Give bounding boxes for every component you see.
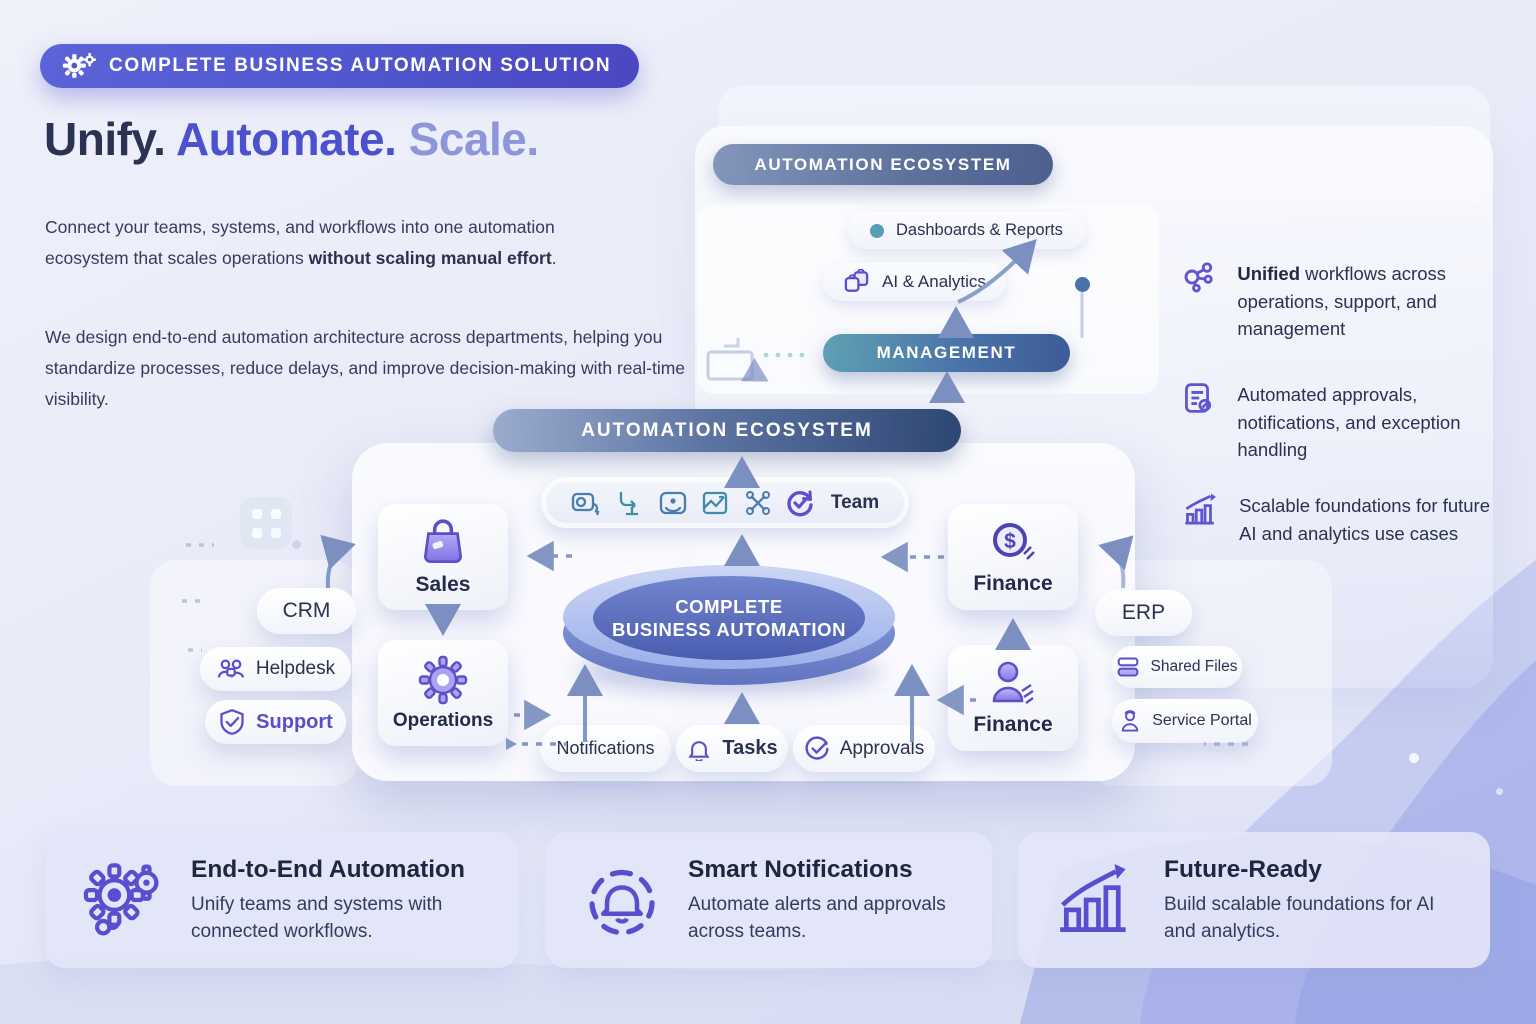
document-check-icon xyxy=(1185,383,1212,413)
pill-crm: CRM xyxy=(257,588,356,634)
central-diagram-title: AUTOMATION ECOSYSTEM xyxy=(493,409,961,452)
hub-title-line1: COMPLETE xyxy=(675,596,783,617)
pill-erp: ERP xyxy=(1095,590,1192,636)
card-description: Automate alerts and approvals across tea… xyxy=(688,893,946,942)
feature-text: Scalable foundations for future AI and a… xyxy=(1239,495,1491,544)
svg-text:$: $ xyxy=(1004,530,1016,553)
shopping-bag-icon xyxy=(423,519,463,564)
ai-analytics-pill: AI & Analytics xyxy=(823,263,1006,301)
title-scale: Scale. xyxy=(408,113,540,165)
node-label: Sales xyxy=(415,573,471,596)
integration-icons-pill: Team xyxy=(541,477,909,528)
title-automate: Automate. xyxy=(175,113,397,165)
feature-rest: workflows across operations, support, an… xyxy=(1237,263,1447,339)
feature-text: Unified workflows across operations, sup… xyxy=(1237,260,1504,343)
card-smart-notifications: Smart Notifications Automate alerts and … xyxy=(546,832,992,968)
badge-label: COMPLETE BUSINESS AUTOMATION SOLUTION xyxy=(109,55,612,76)
pill-label: Service Portal xyxy=(1152,712,1252,729)
intro-p1-period: . xyxy=(551,247,557,268)
pill-label: Approvals xyxy=(839,737,925,759)
node-finance-bottom: Finance xyxy=(948,645,1078,751)
intro-p1-normal: Connect your teams, systems, and workflo… xyxy=(45,216,555,268)
pill-label: Support xyxy=(256,710,333,733)
feature-item-automated-approvals: Automated approvals, notifications, and … xyxy=(1182,381,1504,464)
pill-tasks: Tasks xyxy=(676,725,788,772)
dollar-circle-icon: $ xyxy=(993,523,1035,560)
card-description: Unify teams and systems with connected w… xyxy=(191,893,443,942)
person-icon xyxy=(992,661,1034,704)
pill-service-portal: Service Portal xyxy=(1112,699,1258,743)
gears-icon xyxy=(83,863,159,936)
check-circle-icon xyxy=(805,735,829,760)
card-description: Build scalable foundations for AI and an… xyxy=(1164,893,1435,942)
intro-paragraph-1: Connect your teams, systems, and workflo… xyxy=(45,212,643,274)
node-operations: Operations xyxy=(378,640,508,746)
title-unify: Unify. xyxy=(44,113,166,165)
dashboards-reports-pill: Dashboards & Reports xyxy=(848,212,1085,249)
analytics-cubes-icon xyxy=(844,269,869,292)
headline-badge: COMPLETE BUSINESS AUTOMATION SOLUTION xyxy=(40,44,640,88)
team-people-icon xyxy=(217,659,245,678)
card-text: Future-Ready Build scalable foundations … xyxy=(1164,856,1464,945)
ecosystem-panel-title: AUTOMATION ECOSYSTEM xyxy=(713,144,1053,185)
pill-approvals: Approvals xyxy=(793,725,935,772)
page-title: Unify. Automate. Scale. xyxy=(44,112,539,166)
feature-item-scalable-foundations: Scalable foundations for future AI and a… xyxy=(1182,492,1504,547)
card-title: Smart Notifications xyxy=(688,855,913,883)
network-icon xyxy=(1184,262,1213,293)
feature-item-unified-workflows: Unified workflows across operations, sup… xyxy=(1182,260,1504,343)
card-text: End-to-End Automation Unify teams and sy… xyxy=(191,856,491,945)
bell-icon xyxy=(589,869,655,936)
image-chart-icon xyxy=(702,491,728,514)
pill-support: Support xyxy=(205,700,346,744)
camera-icon xyxy=(571,492,600,515)
shield-check-icon xyxy=(220,708,244,735)
pill-shared-files: Shared Files xyxy=(1112,646,1242,688)
card-text: Smart Notifications Automate alerts and … xyxy=(688,856,988,945)
card-end-to-end-automation: End-to-End Automation Unify teams and sy… xyxy=(45,832,518,968)
node-label: Finance xyxy=(973,572,1053,595)
pill-label: Tasks xyxy=(722,737,778,759)
growth-chart-icon xyxy=(1060,864,1126,932)
node-label: Finance xyxy=(973,713,1053,736)
inbox-icon xyxy=(659,491,687,514)
hub-title-line2: BUSINESS AUTOMATION xyxy=(611,619,847,640)
wave-dot xyxy=(1496,788,1503,795)
node-sales: Sales xyxy=(378,504,508,610)
intro-p1-bold: without scaling manual effort xyxy=(308,247,552,268)
card-title: Future-Ready xyxy=(1164,855,1322,883)
card-title: End-to-End Automation xyxy=(191,855,465,883)
pill-label: Helpdesk xyxy=(255,658,336,679)
bell-small-icon xyxy=(688,740,710,761)
pill-label: Shared Files xyxy=(1150,658,1238,675)
teal-dot-icon xyxy=(870,223,884,238)
ghost-app-icon xyxy=(240,497,292,549)
wave-dot xyxy=(1409,753,1419,763)
management-pill: MANAGEMENT xyxy=(823,334,1070,372)
central-hub-disc: COMPLETE BUSINESS AUTOMATION xyxy=(563,565,895,693)
funnel-route-icon xyxy=(619,491,638,515)
feature-text: Automated approvals, notifications, and … xyxy=(1237,384,1461,460)
feature-bold: Unified xyxy=(1237,263,1301,284)
pill-helpdesk: Helpdesk xyxy=(200,647,351,691)
connector-dot xyxy=(1075,277,1090,292)
shared-files-icon xyxy=(1118,657,1139,677)
share-x-icon xyxy=(745,490,770,515)
ghost-dot xyxy=(292,540,301,549)
growth-chart-icon xyxy=(1185,493,1216,525)
node-finance-top: $ Finance xyxy=(948,504,1078,610)
pill-notifications: Notifications xyxy=(540,725,671,772)
node-label: Operations xyxy=(392,710,494,731)
gears-icon xyxy=(62,52,96,78)
sync-check-icon xyxy=(787,490,813,516)
dashboards-label: Dashboards & Reports xyxy=(896,221,1063,239)
card-future-ready: Future-Ready Build scalable foundations … xyxy=(1018,832,1490,968)
team-label: Team xyxy=(830,491,880,513)
disc-plateau: COMPLETE BUSINESS AUTOMATION xyxy=(593,576,865,660)
gear-icon xyxy=(418,655,468,705)
service-agent-icon xyxy=(1122,710,1139,732)
ai-analytics-label: AI & Analytics xyxy=(882,272,986,291)
intro-paragraph-2: We design end-to-end automation architec… xyxy=(45,326,686,409)
